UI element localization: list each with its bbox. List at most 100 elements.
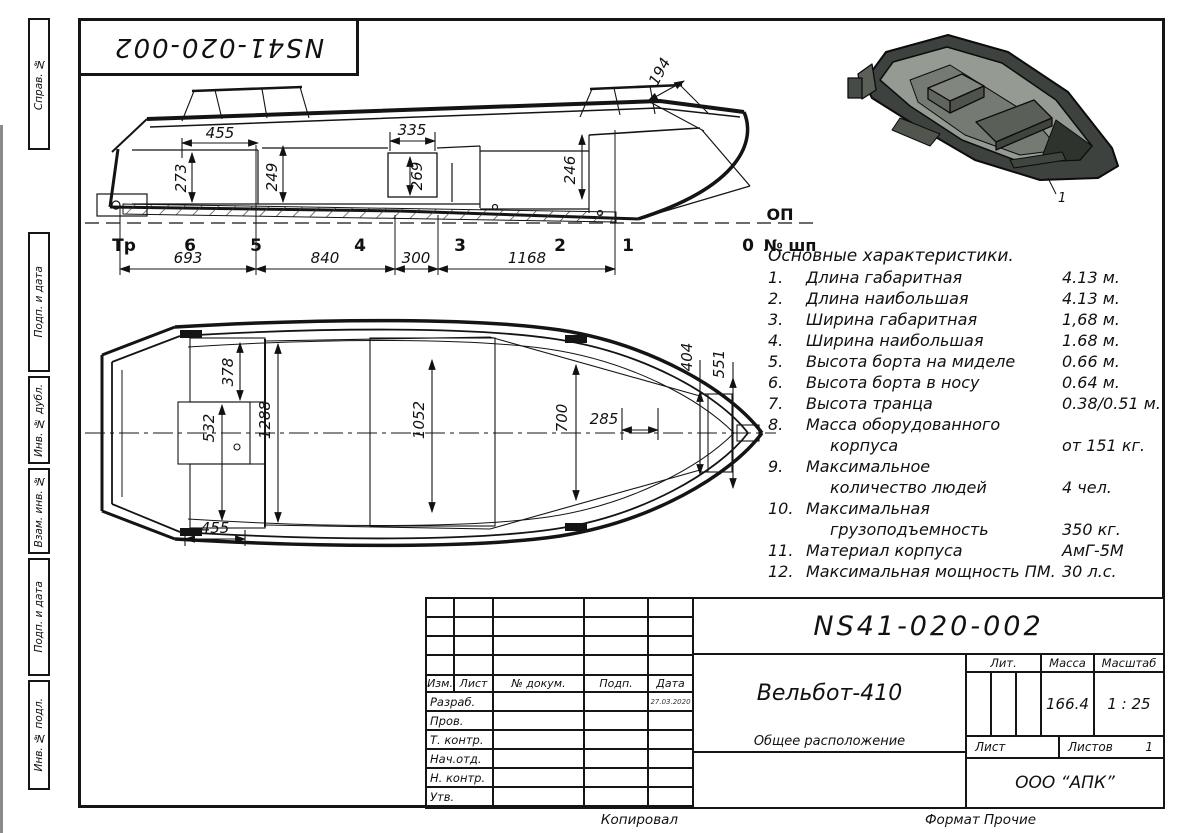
copied-label: Копировал bbox=[600, 812, 679, 828]
sign-row-label: Нач.отд. bbox=[427, 750, 492, 767]
side-floor-hatching bbox=[122, 203, 617, 223]
sign-row-date: 27.03.2020 bbox=[649, 693, 692, 710]
item-value: 4 чел. bbox=[1062, 478, 1112, 497]
sign-row-date bbox=[649, 788, 692, 805]
dim-273: 273 bbox=[172, 164, 190, 193]
side-hull-outline bbox=[96, 98, 750, 221]
dim-532: 532 bbox=[200, 414, 218, 443]
item-num: 7. bbox=[768, 394, 784, 413]
dim-404: 404 bbox=[678, 343, 696, 372]
station-4: 4 bbox=[354, 236, 366, 256]
rev-col-podp: Подп. bbox=[585, 676, 647, 691]
item-cont-label: количество людей bbox=[830, 478, 987, 497]
margin-box-sprav-no: Справ. № bbox=[28, 18, 50, 150]
station-tr: Тр bbox=[112, 236, 136, 256]
mass-header: Масса bbox=[1040, 653, 1095, 673]
item-num: 8. bbox=[768, 415, 784, 434]
sign-row-label: Пров. bbox=[427, 712, 492, 729]
margin-box-podp-data-2: Подп. и дата bbox=[28, 558, 50, 676]
margin-label: Подп. и дата bbox=[33, 581, 45, 653]
item-value bbox=[1062, 456, 1164, 477]
dim-455-plan: 455 bbox=[201, 519, 230, 537]
station-6: 6 bbox=[184, 236, 196, 256]
dim-693: 693 bbox=[174, 249, 203, 267]
item-num: 9. bbox=[768, 457, 784, 476]
item-num: 11. bbox=[768, 541, 794, 560]
characteristic-item: 11. Материал корпуса АмГ-5М bbox=[762, 540, 1164, 561]
dim-249: 249 bbox=[263, 163, 281, 192]
dim-335: 335 bbox=[398, 121, 427, 139]
dim-269: 269 bbox=[408, 162, 426, 191]
station-1: 1 bbox=[622, 236, 634, 256]
sign-row-date bbox=[649, 769, 692, 786]
rev-col-list: Лист bbox=[455, 676, 492, 691]
characteristic-item: 6. Высота борта в носу 0.64 м. bbox=[762, 372, 1164, 393]
side-baseline: ОП bbox=[85, 205, 815, 224]
station-axis-label: № шп bbox=[764, 236, 817, 255]
item-label: Материал корпуса bbox=[806, 541, 963, 560]
item-label: Длина наибольшая bbox=[806, 289, 969, 308]
iso-boat bbox=[847, 34, 1119, 195]
item-value: 0.66 м. bbox=[1062, 352, 1120, 371]
item-num: 4. bbox=[768, 331, 784, 350]
side-windshield-aft bbox=[181, 85, 310, 122]
product-name: Вельбот-410 bbox=[756, 681, 903, 706]
item-value: 1.68 м. bbox=[1062, 331, 1120, 350]
item-num: 6. bbox=[768, 373, 784, 392]
item-num: 5. bbox=[768, 352, 784, 371]
station-0: 0 bbox=[742, 236, 754, 256]
item-value: 1,68 м. bbox=[1062, 310, 1120, 329]
item-num: 2. bbox=[768, 289, 784, 308]
titleblock-name-cell: Вельбот-410 Общее расположение bbox=[692, 653, 967, 753]
dim-194: 194 bbox=[645, 55, 674, 89]
scan-edge-artifact bbox=[0, 125, 3, 833]
margin-label: Инв. № дубл. bbox=[33, 383, 45, 457]
sign-row-label: Разраб. bbox=[427, 693, 492, 710]
characteristic-item: 8.Масса оборудованного bbox=[762, 414, 1164, 435]
item-value bbox=[1062, 414, 1164, 435]
dim-1168: 1168 bbox=[508, 249, 546, 267]
item-value: 30 л.с. bbox=[1062, 562, 1117, 581]
item-value: АмГ-5М bbox=[1062, 541, 1124, 560]
stamp-doc-number: NS41-020-002 bbox=[78, 18, 359, 76]
margin-label: Инв. № подл. bbox=[33, 698, 45, 772]
dim-300: 300 bbox=[402, 249, 431, 267]
station-2: 2 bbox=[554, 236, 566, 256]
dim-1288: 1288 bbox=[256, 401, 274, 439]
sheets-label: Листов bbox=[1068, 740, 1113, 754]
scale-header: Масштаб bbox=[1093, 653, 1165, 673]
sheets-cell: Листов 1 bbox=[1058, 735, 1165, 759]
item-label: Высота борта в носу bbox=[806, 373, 980, 392]
item-value: от 151 кг. bbox=[1062, 436, 1145, 455]
item-label: Ширина габаритная bbox=[806, 310, 978, 329]
characteristic-item: 12.Максимальная мощность ПМ.30 л.с. bbox=[762, 561, 1164, 582]
dim-285: 285 bbox=[590, 410, 619, 428]
item-value bbox=[1062, 498, 1164, 519]
iso-view-drawing: 1 bbox=[847, 34, 1119, 206]
lit-value-cell bbox=[965, 671, 1042, 737]
margin-label: Подп. и дата bbox=[33, 266, 45, 338]
side-view-drawing: ОП Тр 6 5 4 3 2 1 0 № шп 693 bbox=[85, 55, 817, 275]
plan-cleats bbox=[180, 330, 587, 536]
sheet-label: Лист bbox=[965, 735, 1060, 759]
side-top-dims bbox=[180, 80, 705, 158]
item-value: 0.64 м. bbox=[1062, 373, 1120, 392]
dim-246: 246 bbox=[561, 156, 579, 185]
item-value: 4.13 м. bbox=[1062, 268, 1120, 287]
sign-row-date bbox=[649, 731, 692, 748]
title-block: Изм. Лист № докум. Подп. Дата Разраб. 27… bbox=[425, 597, 1165, 809]
titleblock-doc-number: NS41-020-002 bbox=[692, 597, 1165, 655]
side-height-dims bbox=[188, 133, 586, 204]
station-3: 3 bbox=[454, 236, 466, 256]
mass-value: 166.4 bbox=[1040, 671, 1095, 737]
characteristics-title: Основные характеристики. bbox=[768, 246, 1014, 266]
doc-type: Общее расположение bbox=[753, 734, 906, 749]
scale-value: 1 : 25 bbox=[1093, 671, 1165, 737]
side-station-lines bbox=[119, 130, 616, 275]
sign-row-label: Т. контр. bbox=[427, 731, 492, 748]
